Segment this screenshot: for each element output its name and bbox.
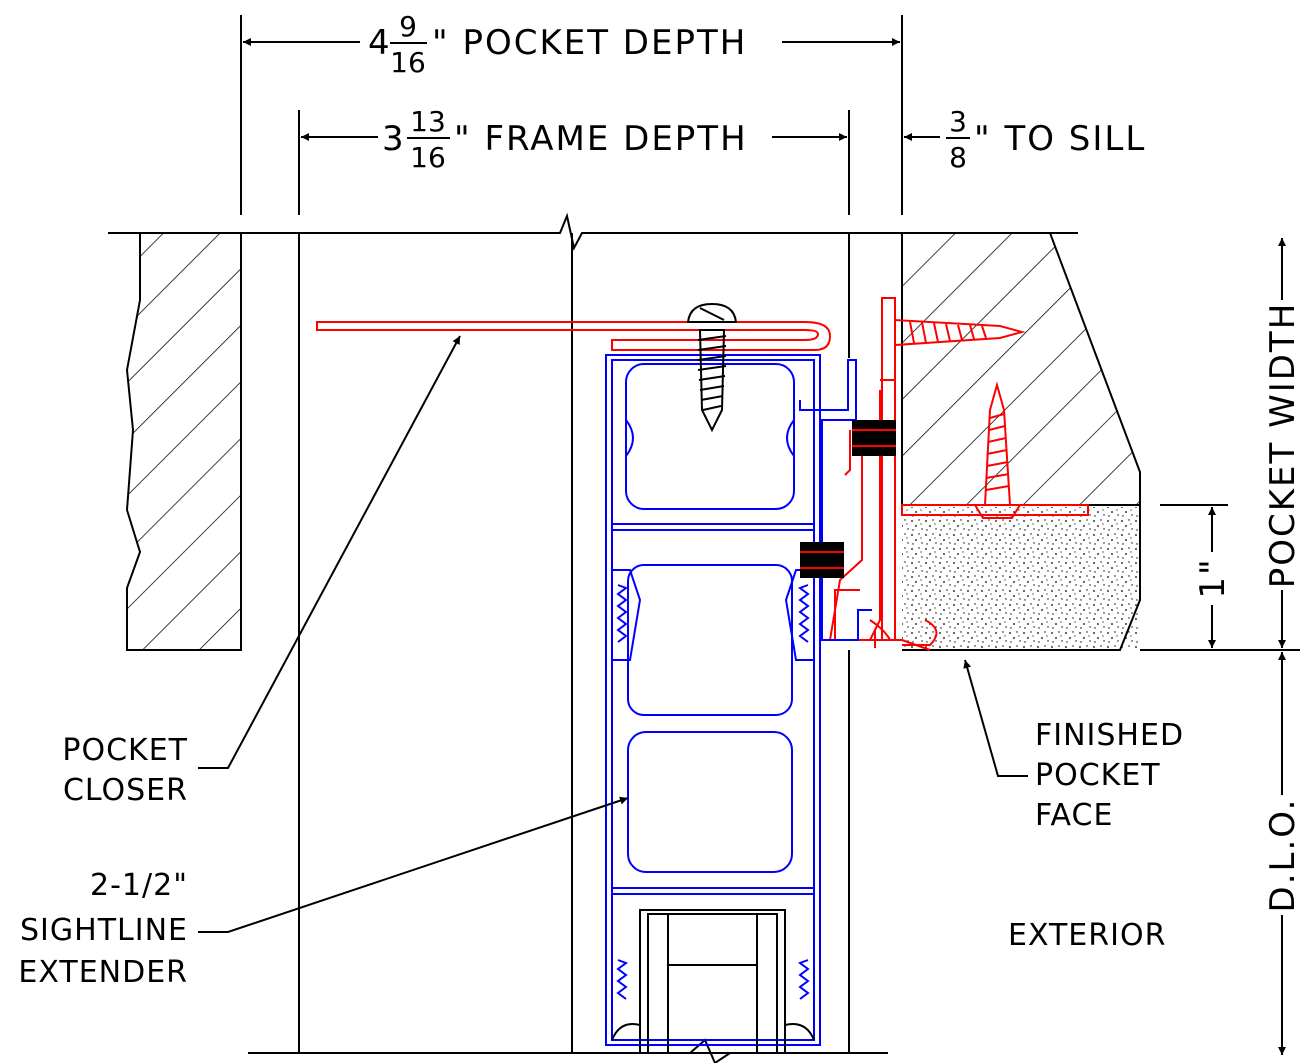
one-inch-dimension: 1" <box>1160 504 1233 648</box>
pocket-depth-dimension: 4 9 16 " POCKET DEPTH <box>240 10 903 215</box>
frame-screw-icon <box>894 318 1026 347</box>
dlo-dimension: D.L.O. <box>1263 652 1303 1055</box>
frame-depth-dimension: 3 13 16 " FRAME DEPTH <box>298 105 850 215</box>
head-break-line <box>108 212 1078 251</box>
pan-head-screw-icon <box>686 302 738 433</box>
finished-pocket-face-line-1: FINISHED <box>1035 718 1184 753</box>
one-inch-label: 1" <box>1193 557 1233 598</box>
pocket-closer-line-2: CLOSER <box>63 773 188 808</box>
exterior-label: EXTERIOR <box>1008 918 1166 953</box>
bottom-break-line <box>248 1038 888 1063</box>
sightline-extender-line-2: SIGHTLINE <box>20 913 188 948</box>
frame-depth-numerator: 13 <box>410 105 446 138</box>
pocket-depth-denominator: 16 <box>390 46 426 79</box>
finished-pocket-face-line-2: POCKET <box>1035 758 1161 793</box>
pocket-closer-callout: POCKET CLOSER <box>62 335 461 808</box>
dlo-label: D.L.O. <box>1263 798 1303 913</box>
sightline-extender-line-1: 2-1/2" <box>90 868 188 903</box>
pocket-depth-whole: 4 <box>368 23 392 63</box>
pocket-closer-line-1: POCKET <box>62 733 188 768</box>
to-sill-label: " TO SILL <box>974 119 1146 159</box>
weatherstrip-brush-lower <box>800 542 844 578</box>
pocket-width-dimension: POCKET WIDTH <box>1140 238 1303 651</box>
glazing-extrusion <box>611 909 815 1054</box>
to-sill-denominator: 8 <box>949 141 967 174</box>
sightline-extender-line-3: EXTENDER <box>18 955 188 990</box>
to-sill-dimension: 3 8 " TO SILL <box>904 105 1146 174</box>
sightline-extender-callout: 2-1/2" SIGHTLINE EXTENDER <box>18 796 629 990</box>
finished-pocket-face-fill <box>902 507 1138 648</box>
frame-depth-denominator: 16 <box>410 141 446 174</box>
pocket-depth-numerator: 9 <box>399 10 417 43</box>
pocket-depth-label: " POCKET DEPTH <box>432 23 747 63</box>
frame-depth-label: " FRAME DEPTH <box>454 119 748 159</box>
left-jamb-hatch <box>125 232 242 651</box>
right-sill-hatch <box>901 232 1141 506</box>
weatherstrip-brush-upper <box>852 420 896 456</box>
finished-pocket-face-callout: FINISHED POCKET FACE <box>963 659 1184 833</box>
pocket-width-label: POCKET WIDTH <box>1263 302 1303 589</box>
finished-pocket-face-line-3: FACE <box>1035 798 1113 833</box>
frame-depth-whole: 3 <box>382 119 406 159</box>
sill-screw-icon <box>973 381 1022 519</box>
to-sill-numerator: 3 <box>949 105 967 138</box>
sightline-extender-part <box>605 354 872 1046</box>
